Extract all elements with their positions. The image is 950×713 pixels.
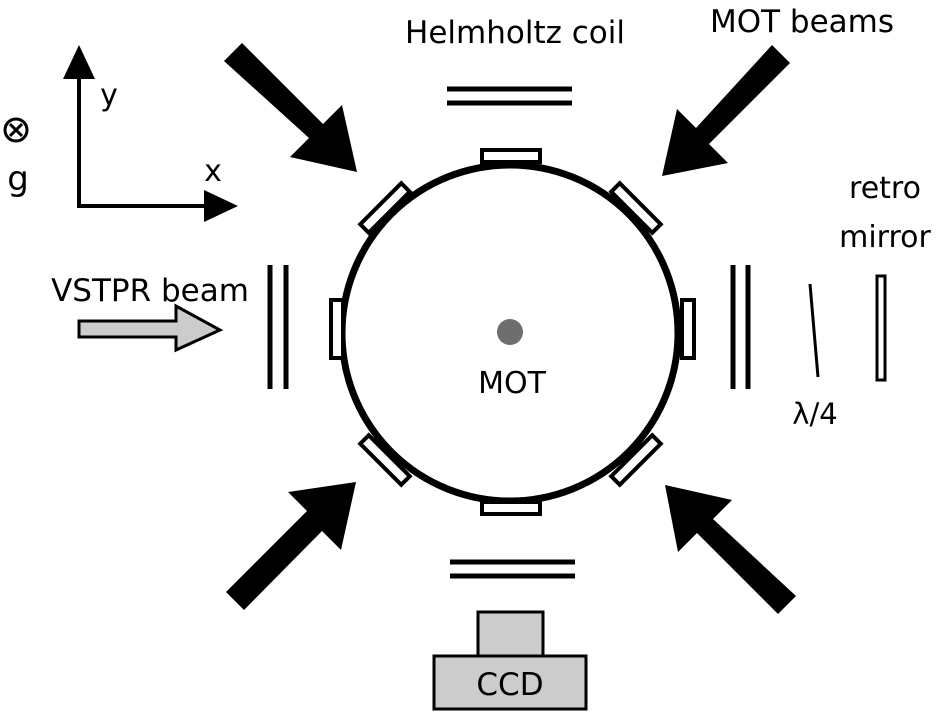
y-axis-label: y: [100, 78, 118, 113]
viewport-lower-left: [357, 432, 413, 488]
mot-dot: [497, 319, 523, 345]
retro-mirror: [875, 274, 887, 382]
viewport-left: [329, 298, 345, 360]
mot-beam-arrow-lower-right: [665, 485, 796, 614]
y-axis-arrowhead: [63, 45, 95, 79]
viewport-upper-right: [608, 180, 664, 236]
left-optics-plates: [267, 265, 289, 389]
viewport-upper-left: [357, 180, 413, 236]
helmholtz-coil-label: Helmholtz coil: [405, 15, 625, 51]
ccd-body: [432, 654, 588, 711]
vstpr-beam-label: VSTPR beam: [51, 273, 249, 309]
mot-beam-arrows: [224, 43, 796, 614]
x-axis-arrowhead: [204, 190, 238, 222]
retro-label: retro: [849, 171, 921, 206]
vstpr-beam-arrow: [77, 303, 224, 353]
quarter-wave-plate-label: λ/4: [792, 397, 837, 431]
helmholtz-coil-bottom: [450, 559, 575, 579]
mirror-label: mirror: [839, 220, 931, 255]
mot-beam-arrow-upper-left: [224, 43, 357, 172]
mot-label: MOT: [478, 366, 546, 401]
helmholtz-coil-top: [447, 86, 572, 106]
viewport-bottom: [480, 500, 542, 516]
axes-lines: [77, 75, 220, 208]
ccd-label: CCD: [476, 667, 543, 703]
coordinate-axes: y x: [63, 45, 238, 222]
mot-beam-arrow-lower-left: [226, 482, 356, 610]
right-optics-plates: [730, 265, 751, 389]
gravity-label: g: [7, 159, 29, 199]
viewport-top: [480, 148, 542, 164]
ccd-lens: [476, 610, 545, 658]
mot-beam-arrow-upper-right: [662, 45, 790, 176]
mot-beams-label: MOT beams: [710, 4, 894, 40]
viewport-lower-right: [608, 432, 664, 488]
viewports: [329, 148, 696, 516]
viewport-right: [680, 298, 696, 360]
x-axis-label: x: [204, 154, 222, 189]
gravity-into-page-icon: [3, 117, 29, 143]
quarter-wave-plate: [808, 283, 820, 378]
